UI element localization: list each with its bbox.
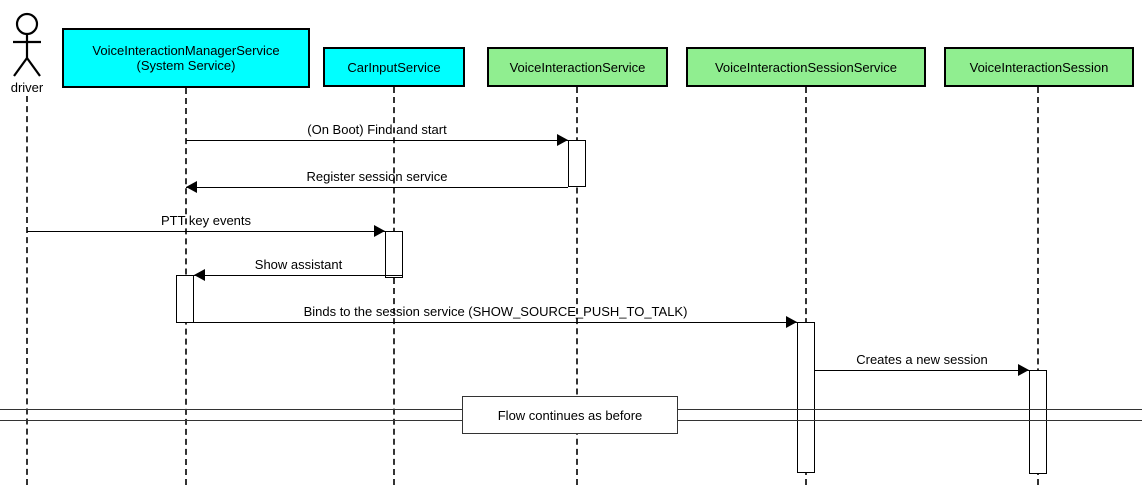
message-line-creates-a-new-session bbox=[815, 370, 1029, 371]
actor-stick-figure-icon bbox=[13, 12, 41, 77]
arrowhead-left-icon bbox=[186, 181, 197, 193]
activation-bar-carinputservice bbox=[385, 231, 403, 278]
lifeline-driver bbox=[26, 96, 28, 485]
participant-box-voiceinteractionmanagerservice[interactable]: VoiceInteractionManagerService (System S… bbox=[62, 28, 310, 88]
actor-driver: driver bbox=[3, 12, 51, 102]
divider-note-flow-continues-as-before: Flow continues as before bbox=[462, 396, 678, 434]
actor-driver-label: driver bbox=[10, 80, 44, 95]
activation-bar-voiceinteractionservice bbox=[568, 140, 586, 187]
participant-label-line1: VoiceInteractionSessionService bbox=[714, 59, 898, 75]
participant-box-voiceinteractionsessionservice[interactable]: VoiceInteractionSessionService bbox=[686, 47, 926, 87]
message-line-binds-to-the-session-service bbox=[194, 322, 797, 323]
lifeline-voiceinteractionsessionservice bbox=[805, 87, 807, 485]
participant-box-voiceinteractionsession[interactable]: VoiceInteractionSession bbox=[944, 47, 1134, 87]
arrowhead-left-icon bbox=[194, 269, 205, 281]
arrowhead-right-icon bbox=[786, 316, 797, 328]
message-label-on-boot-find-and-start: (On Boot) Find and start bbox=[307, 122, 447, 137]
activation-bar-voiceinteractionmanagerservice bbox=[176, 275, 194, 323]
message-label-show-assistant: Show assistant bbox=[254, 257, 343, 272]
arrowhead-right-icon bbox=[1018, 364, 1029, 376]
message-label-creates-a-new-session: Creates a new session bbox=[856, 352, 988, 367]
lifeline-voiceinteractionservice bbox=[576, 87, 578, 485]
participant-box-carinputservice[interactable]: CarInputService bbox=[323, 47, 465, 87]
participant-label-line1: VoiceInteractionService bbox=[509, 59, 646, 75]
message-label-binds-to-the-session-service: Binds to the session service (SHOW_SOURC… bbox=[303, 304, 688, 319]
message-line-show-assistant bbox=[194, 275, 403, 276]
participant-label-line1: VoiceInteractionManagerService bbox=[92, 43, 280, 58]
message-line-register-session-service bbox=[186, 187, 568, 188]
activation-bar-voiceinteractionsession bbox=[1029, 370, 1047, 474]
participant-label-line1: VoiceInteractionSession bbox=[969, 59, 1109, 75]
arrowhead-right-icon bbox=[557, 134, 568, 146]
lifeline-carinputservice bbox=[393, 87, 395, 485]
message-line-on-boot-find-and-start bbox=[186, 140, 568, 141]
arrowhead-right-icon bbox=[374, 225, 385, 237]
lifeline-voiceinteractionsession bbox=[1037, 87, 1039, 485]
participant-label-line2: (System Service) bbox=[136, 58, 236, 73]
message-label-ptt-key-events: PTT key events bbox=[160, 213, 252, 228]
participant-box-voiceinteractionservice[interactable]: VoiceInteractionService bbox=[487, 47, 668, 87]
message-label-register-session-service: Register session service bbox=[306, 169, 448, 184]
activation-bar-voiceinteractionsessionservice bbox=[797, 322, 815, 473]
participant-label-line1: CarInputService bbox=[347, 59, 441, 75]
message-line-ptt-key-events bbox=[27, 231, 385, 232]
